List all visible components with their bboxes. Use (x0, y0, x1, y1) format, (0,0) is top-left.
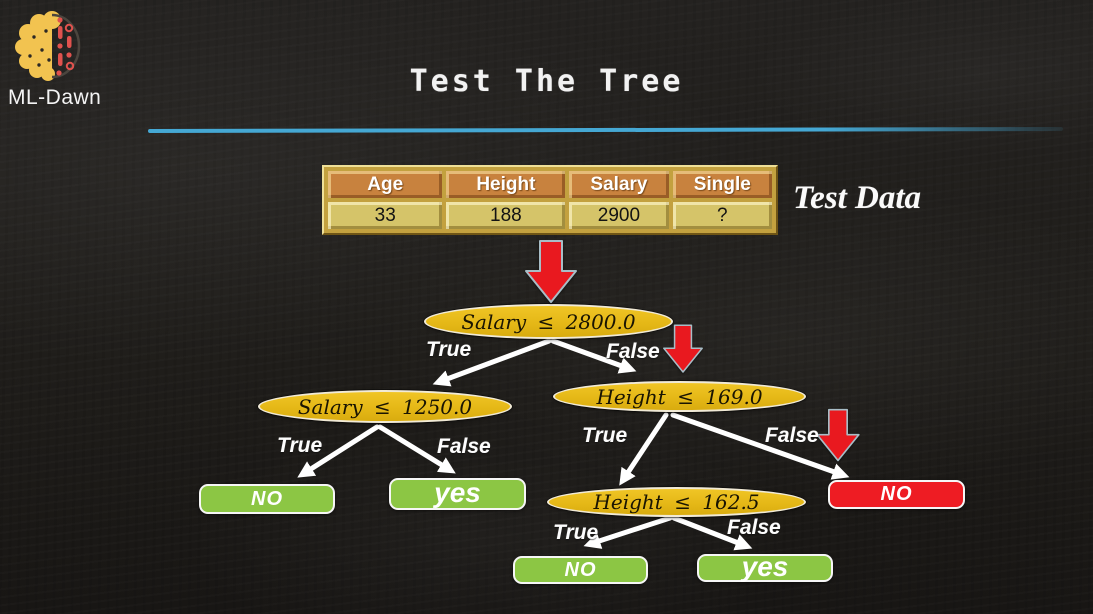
branch-label-height169-false: False (765, 424, 819, 447)
branch-label-salary1250-true: True (277, 434, 323, 457)
page-title: Test The Tree (409, 64, 684, 99)
test-data-table: Age Height Salary Single 33 188 2900 ? (322, 165, 778, 235)
branch-label-height1625-false: False (727, 516, 781, 539)
table-header-salary: Salary (569, 171, 669, 198)
title-underline-divider (147, 127, 1064, 133)
branch-label-height1625-true: True (553, 521, 599, 544)
test-data-caption: Test Data (793, 180, 922, 216)
leaf-no-bottom: NO (513, 556, 648, 584)
leaf-yes-left: yes (389, 477, 526, 510)
table-value-single: ? (672, 202, 772, 229)
branch-label-salary1250-false: False (437, 435, 491, 458)
table-value-salary: 2900 (569, 202, 669, 229)
leaf-yes-bottom: yes (697, 551, 833, 582)
branch-label-height169-true: True (582, 424, 628, 447)
decision-path-arrow-root (525, 240, 577, 303)
branch-label-root-true: True (426, 338, 472, 361)
decision-path-arrow-height-169 (663, 324, 703, 373)
brain-circuit-logo-icon (15, 11, 81, 81)
table-value-age: 33 (328, 202, 443, 229)
decision-path-arrow-leaf-no (816, 408, 860, 462)
node-height-169: Height ≤ 169.0 (553, 381, 806, 412)
node-height-162-5: Height ≤ 162.5 (547, 487, 806, 517)
table-value-height: 188 (446, 202, 566, 229)
branch-label-root-false: False (606, 340, 660, 363)
brand-name: ML-Dawn (8, 86, 102, 109)
leaf-no-left: NO (199, 484, 335, 514)
table-header-height: Height (446, 171, 566, 198)
node-salary-1250: Salary ≤ 1250.0 (258, 390, 512, 423)
node-salary-2800: Salary ≤ 2800.0 (424, 304, 673, 339)
leaf-no-right: NO (828, 480, 965, 509)
table-header-age: Age (328, 171, 443, 198)
table-header-single: Single (672, 171, 772, 198)
